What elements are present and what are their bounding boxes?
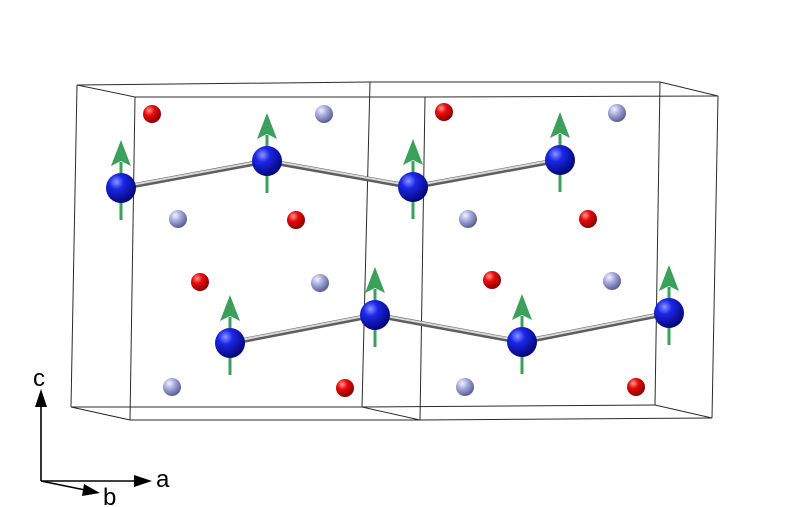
spin-arrow-icon [512, 294, 532, 320]
red-atom [435, 103, 453, 121]
cell-edge-line [361, 404, 656, 408]
magnetic-atom [654, 298, 684, 328]
a-axis-label: a [156, 466, 170, 493]
bonds [118, 157, 672, 346]
b-axis-arrowhead [82, 484, 100, 496]
cell-edge-line [659, 81, 719, 97]
magnetic-atom [360, 300, 390, 330]
lavender-atom [456, 378, 474, 396]
spin-arrow-icon [365, 267, 385, 293]
c-axis-label: c [33, 365, 45, 392]
b-axis-line [40, 480, 91, 492]
cell-edge-line [76, 84, 136, 98]
lavender-atom [603, 272, 621, 290]
cell-edge-line [654, 404, 713, 419]
cell-edge-line [70, 84, 78, 408]
bond-highlight [412, 158, 561, 187]
cell-edge-line [424, 95, 719, 98]
spin-arrow-icon [257, 113, 277, 139]
c-axis-arrowhead [35, 389, 47, 407]
lavender-atom [169, 210, 187, 228]
axis-triad [35, 389, 152, 496]
a-axis-arrowhead [134, 475, 152, 487]
lavender-atom [163, 378, 181, 396]
magnetic-atom [106, 173, 136, 203]
magnetic-atom [545, 145, 575, 175]
cell-edge-line [70, 406, 131, 421]
atoms [106, 103, 684, 397]
red-atom [627, 378, 645, 396]
lavender-atom [608, 104, 626, 122]
magnetic-atom [215, 328, 245, 358]
cell-edge-line [361, 406, 421, 421]
spin-arrow-icon [659, 265, 679, 291]
bond-highlight [120, 159, 268, 188]
magnetic-atom [507, 327, 537, 357]
cell-edge-line [129, 96, 136, 421]
magnetic-atom [398, 172, 428, 202]
cell-edge-line [654, 81, 661, 406]
bond-highlight [266, 159, 414, 187]
cell-edge-line [76, 81, 371, 86]
b-axis-label: b [103, 484, 116, 507]
cell-edge-line [711, 95, 719, 419]
lavender-atom [311, 274, 329, 292]
red-atom [287, 211, 305, 229]
cell-edge-line [419, 417, 713, 421]
cell-edge-line [361, 81, 371, 408]
bond-highlight [521, 311, 670, 342]
unit-cell-edges [70, 81, 719, 421]
spin-arrow-icon [111, 140, 131, 166]
bond-highlight [229, 313, 376, 343]
lavender-atom [459, 210, 477, 228]
lavender-atom [315, 105, 333, 123]
cell-edge-line [419, 96, 426, 421]
bond-highlight [374, 313, 523, 342]
spin-arrow-icon [550, 112, 570, 138]
spin-arrow-icon [403, 139, 423, 165]
red-atom [143, 105, 161, 123]
red-atom [336, 379, 354, 397]
magnetic-atom [252, 146, 282, 176]
red-atom [579, 210, 597, 228]
spin-arrow-icon [220, 295, 240, 321]
red-atom [191, 273, 209, 291]
red-atom [483, 271, 501, 289]
